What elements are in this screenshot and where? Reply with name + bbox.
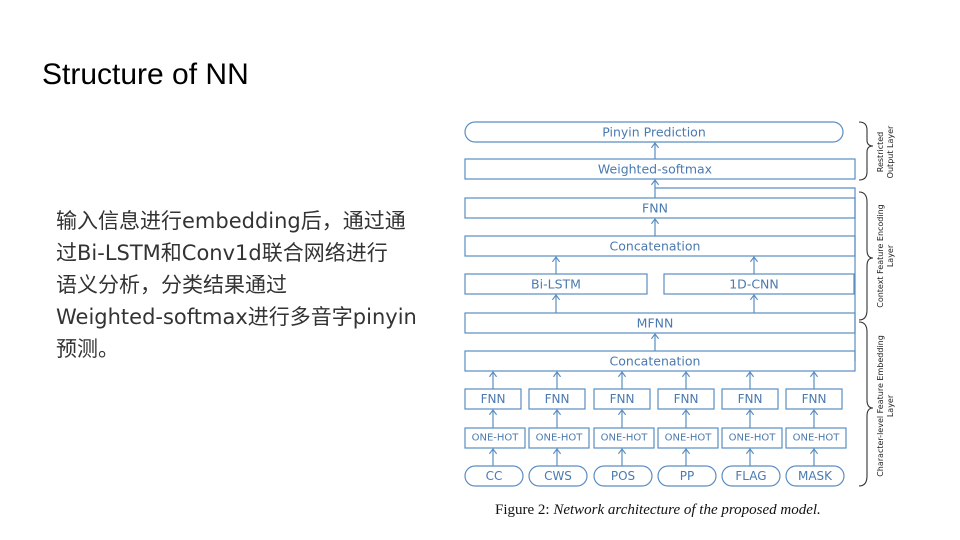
onehot-label: ONE-HOT [472, 433, 520, 444]
body-line: 语义分析，分类结果通过 [56, 273, 287, 297]
body-line: 预测。 [56, 337, 119, 361]
fnn-top-label: FNN [642, 201, 668, 216]
input-box [785, 465, 845, 487]
input-box [593, 465, 653, 487]
layer-label-context: Context Feature Encoding Layer [876, 204, 895, 308]
bilstm-label: Bi-LSTM [531, 277, 581, 292]
input-label: CWS [544, 469, 572, 483]
fnn-label: FNN [610, 392, 635, 406]
weighted-softmax-box [464, 158, 856, 180]
brace-restricted-output [858, 121, 874, 181]
onehot-label: ONE-HOT [665, 433, 713, 444]
layer-label-line: Context Feature Encoding [876, 204, 885, 308]
feature-column-pos: FNN ONE-HOT POS [593, 372, 655, 487]
fnn-label: FNN [738, 392, 763, 406]
caption-prefix: Figure 2: [495, 502, 550, 518]
slide-title: Structure of NN [42, 58, 249, 91]
cnn-label: 1D-CNN [729, 277, 779, 292]
concatenation-top-label: Concatenation [610, 239, 701, 254]
feature-column-cws: FNN ONE-HOT CWS [528, 372, 590, 487]
input-box [657, 465, 717, 487]
body-line: 过Bi-LSTM和Conv1d联合网络进行 [56, 241, 388, 265]
input-box [528, 465, 588, 487]
feature-column-mask: FNN ONE-HOT MASK [785, 372, 847, 487]
input-label: POS [611, 469, 635, 483]
input-label: PP [680, 469, 694, 483]
layer-label-line: Character-level Feature Embedding [876, 335, 885, 477]
layer-label-line: Layer [886, 394, 895, 417]
onehot-label: ONE-HOT [793, 433, 841, 444]
layer-label-line: Restricted [876, 132, 885, 172]
cnn-box [663, 273, 855, 295]
input-box [464, 465, 524, 487]
feature-column-cc: FNN ONE-HOT CC [464, 372, 526, 487]
figure-caption: Figure 2: Network architecture of the pr… [495, 502, 821, 519]
feature-column-pp: FNN ONE-HOT PP [657, 372, 719, 487]
layer-label-line: Output Layer [886, 125, 895, 178]
input-label: FLAG [735, 469, 766, 483]
body-line: Weighted-softmax进行多音字pinyin [56, 305, 417, 329]
mfnn-label: MFNN [637, 316, 674, 331]
feature-column-flag: FNN ONE-HOT FLAG [721, 372, 783, 487]
onehot-label: ONE-HOT [536, 433, 584, 444]
layer-label-line: Layer [886, 244, 895, 267]
brace-context-feature [858, 191, 874, 321]
onehot-label: ONE-HOT [729, 433, 777, 444]
body-line: 输入信息进行embedding后，通过通 [56, 209, 406, 233]
brace-character-feature [858, 321, 874, 487]
input-label: CC [486, 469, 503, 483]
fnn-label: FNN [545, 392, 570, 406]
pinyin-prediction-label: Pinyin Prediction [602, 125, 706, 140]
layer-label-character: Character-level Feature Embedding Layer [876, 335, 895, 477]
weighted-softmax-label: Weighted-softmax [598, 162, 712, 177]
skip-connector [655, 187, 856, 361]
concatenation-bottom-label: Concatenation [610, 354, 701, 369]
fnn-label: FNN [481, 392, 506, 406]
fnn-label: FNN [674, 392, 699, 406]
network-architecture-diagram: Pinyin Prediction Weighted-softmax FNN C… [464, 121, 895, 487]
onehot-label: ONE-HOT [601, 433, 649, 444]
body-text: 输入信息进行embedding后，通过通 过Bi-LSTM和Conv1d联合网络… [56, 205, 446, 365]
fnn-label: FNN [802, 392, 827, 406]
input-box [721, 465, 781, 487]
layer-label-restricted: Restricted Output Layer [876, 125, 895, 178]
input-label: MASK [798, 469, 833, 483]
caption-text: Network architecture of the proposed mod… [553, 502, 821, 518]
